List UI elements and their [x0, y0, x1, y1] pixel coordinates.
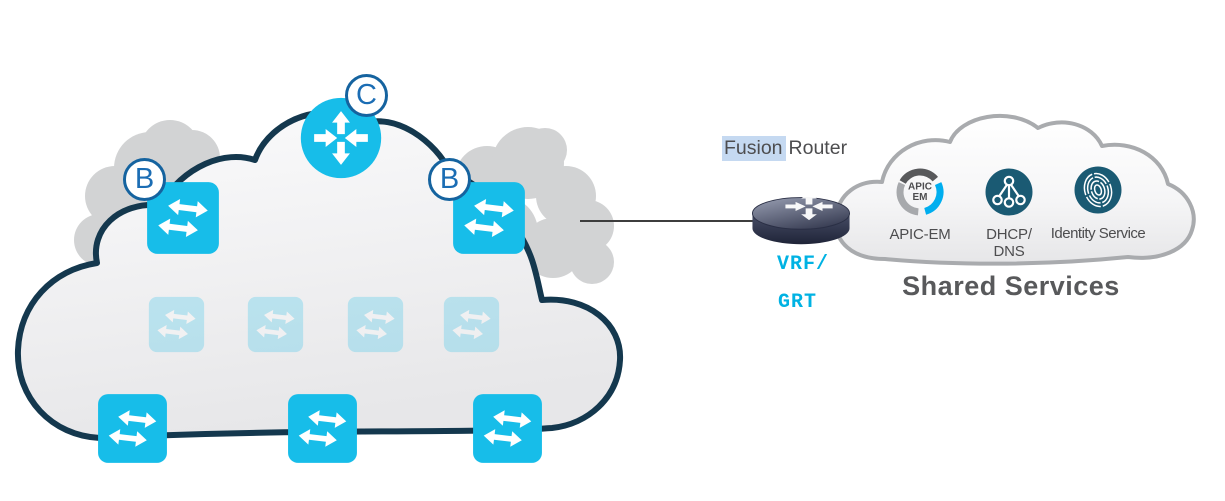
fingerprint-icon: [1074, 166, 1122, 214]
grt-label: GRT: [778, 291, 818, 314]
fusion-router-icon: [752, 186, 850, 245]
fabric-switch-faded: [247, 296, 304, 353]
core-node-label: C: [345, 74, 388, 117]
shared-services-title: Shared Services: [902, 271, 1120, 301]
edge-switch: [287, 393, 358, 464]
dhcp-label-line1: DHCP/: [986, 226, 1032, 243]
border-node-label-left: B: [123, 158, 166, 201]
edge-switch: [472, 393, 543, 464]
fabric-switch-faded: [443, 296, 500, 353]
border-node-label-right: B: [428, 158, 471, 201]
fabric-switch-faded: [148, 296, 205, 353]
apic-icon-text-line1: APIC: [908, 182, 932, 193]
campus-to-fusion-link: [580, 220, 757, 222]
dhcp-dns-tree-icon: [985, 168, 1033, 216]
dhcp-label-line2: DNS: [993, 243, 1025, 260]
vrf-label: VRF/: [777, 253, 830, 276]
border-node-letter: B: [439, 163, 460, 195]
apic-em-label: APIC-EM: [889, 226, 951, 243]
core-router: [300, 97, 382, 179]
apic-em-ring-icon: APIC EM: [896, 168, 944, 216]
edge-switch: [97, 393, 168, 464]
core-node-letter: C: [356, 79, 377, 111]
dhcp-dns-label: DHCP/ DNS: [959, 226, 1059, 260]
fusion-router-label-highlight: Fusion: [722, 136, 786, 161]
apic-icon-text-line2: EM: [913, 192, 928, 203]
identity-service-label: Identity Service: [1050, 225, 1146, 242]
fusion-router-label-rest: Router: [788, 137, 848, 159]
border-node-letter: B: [134, 163, 155, 195]
fabric-switch-faded: [347, 296, 404, 353]
